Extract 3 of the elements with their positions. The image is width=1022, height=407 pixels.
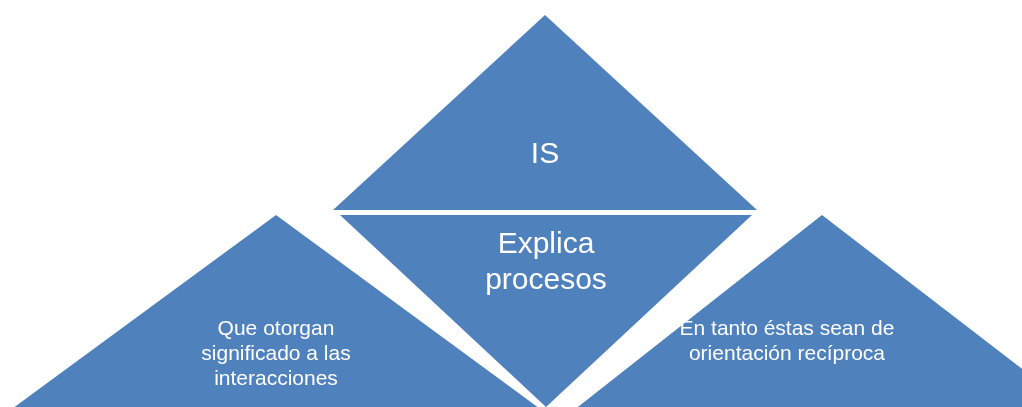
node-text: Explica procesos xyxy=(484,225,608,297)
node-text: IS xyxy=(529,135,561,171)
node-text: Que otorgan significado a las interacciones xyxy=(200,315,352,391)
